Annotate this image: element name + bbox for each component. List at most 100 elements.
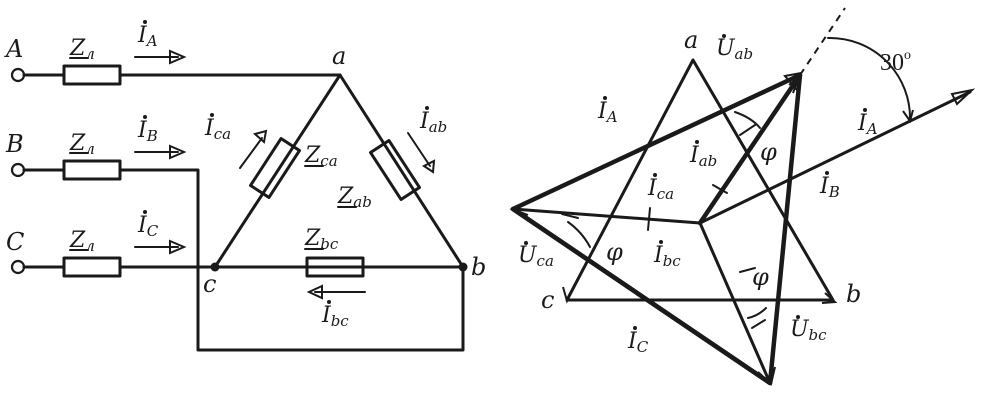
line-current-label-b: IB (137, 118, 158, 145)
dot-accent (863, 108, 867, 112)
phasor-diagram: a b c Uab Uca Ubc IA IB IC IA Iab Ica Ib… (509, 7, 976, 386)
load-impedance-label-ca: Zca (304, 143, 338, 170)
line-impedance-a (62, 64, 122, 86)
phi-label-top: φ (760, 138, 777, 166)
arrow-head-bc (306, 284, 323, 300)
terminal-label-c: C (6, 228, 24, 256)
phase-current-label-iab: Iab (689, 143, 717, 170)
line-current-label-c: IC (137, 213, 159, 240)
voltage-triangle (565, 58, 835, 302)
angle-label: 30o (880, 48, 911, 76)
dot-accent (659, 240, 663, 244)
line-current-label-ib: IB (819, 174, 840, 201)
tick (751, 319, 766, 329)
arrow-phase-current-ca (239, 137, 263, 169)
voltage-phasor-triangle (510, 72, 803, 386)
arrow-head-b (169, 144, 187, 160)
dot-accent (633, 326, 637, 330)
arrow-phase-current-ab (407, 132, 431, 167)
phi-arc-top (734, 111, 761, 129)
angle-arc-head (902, 109, 914, 124)
vertex-label-c: c (541, 286, 554, 314)
arrow-head-uca (509, 201, 529, 216)
arrow-head-ia-reference (950, 88, 976, 106)
phi-arc-left (567, 221, 591, 248)
arrow-head-c (169, 239, 187, 255)
arrow-head-iab (788, 73, 802, 94)
node-label-c: c (203, 270, 216, 298)
phase-current-label-ca: Ica (204, 116, 231, 143)
node-label-b: b (471, 253, 486, 281)
current-phasor-ca (511, 207, 702, 225)
dot-accent (210, 113, 214, 117)
dot-accent (695, 140, 699, 144)
load-impedance-ca (249, 137, 301, 199)
load-impedance-label-bc: Zbc (304, 226, 339, 253)
phi-arc-bottom (747, 307, 767, 319)
line-impedance-label-c: Zл (69, 228, 95, 255)
dot-accent (327, 300, 331, 304)
line-impedance-c (62, 256, 122, 278)
dot-accent (796, 315, 800, 319)
delta-circuit: A B C Zл Zл Zл IA IB IC a b c Zca Zab Zb… (4, 20, 486, 352)
arrow-head-ca (252, 129, 268, 144)
dot-accent (825, 171, 829, 175)
tick (739, 124, 756, 136)
voltage-label-ubc: Ubc (790, 317, 827, 344)
phase-current-label-ibc: Ibc (653, 243, 681, 270)
tick (712, 184, 728, 194)
phase-current-label-bc: Ibc (321, 303, 349, 330)
dot-accent (722, 34, 726, 38)
dot-accent (653, 173, 657, 177)
line-impedance-b (62, 159, 122, 181)
phase-current-label-ica: Ica (647, 176, 674, 203)
current-phasor-bc (698, 221, 772, 385)
arrow-head-a (169, 49, 187, 65)
arrow-head-at-b (821, 292, 838, 304)
tick (739, 267, 756, 273)
line-current-label-a: IA (137, 23, 158, 50)
line-current-label-ia-reference: IA (857, 111, 878, 138)
node-c-dot (210, 262, 220, 272)
terminal-c (10, 259, 26, 275)
current-phasor-c (510, 206, 773, 386)
phi-label-bottom: φ (752, 263, 769, 291)
terminal-label-a: A (4, 35, 23, 63)
node-b-dot (458, 262, 468, 272)
line-impedance-label-b: Zл (69, 131, 95, 158)
node-label-a: a (332, 42, 346, 70)
dot-accent (425, 106, 429, 110)
terminal-a (10, 67, 26, 83)
phi-label-left: φ (606, 238, 623, 266)
angle-arc-30 (827, 36, 912, 121)
terminal-label-b: B (5, 130, 24, 158)
vertex-label-b: b (846, 280, 861, 308)
dot-accent (603, 96, 607, 100)
load-impedance-bc (305, 256, 365, 278)
load-impedance-label-ab: Zab (337, 184, 372, 211)
load-impedance-ab (369, 139, 421, 201)
terminal-b (10, 162, 26, 178)
reference-dashed-line (799, 7, 846, 76)
delta-triangle (213, 73, 465, 269)
tick (561, 213, 579, 219)
dot-accent (143, 210, 147, 214)
line-current-label-ic: IC (627, 329, 649, 356)
dot-accent (143, 20, 147, 24)
voltage-label-uab: Uab (716, 36, 753, 63)
arrow-head-ab (422, 159, 436, 174)
dot-accent (524, 241, 528, 245)
phase-current-label-ab: Iab (419, 109, 447, 136)
voltage-phasor-ab (697, 72, 803, 226)
voltage-label-uca: Uca (518, 243, 554, 270)
tick (647, 207, 651, 231)
dot-accent (143, 115, 147, 119)
vertex-label-a: a (684, 26, 698, 54)
line-impedance-label-a: Zл (69, 36, 95, 63)
arrow-head-ubc (757, 366, 776, 386)
line-current-label-ia: IA (597, 99, 618, 126)
arrow-head-at-c (562, 286, 574, 304)
current-phasor-a-reference (698, 90, 972, 225)
